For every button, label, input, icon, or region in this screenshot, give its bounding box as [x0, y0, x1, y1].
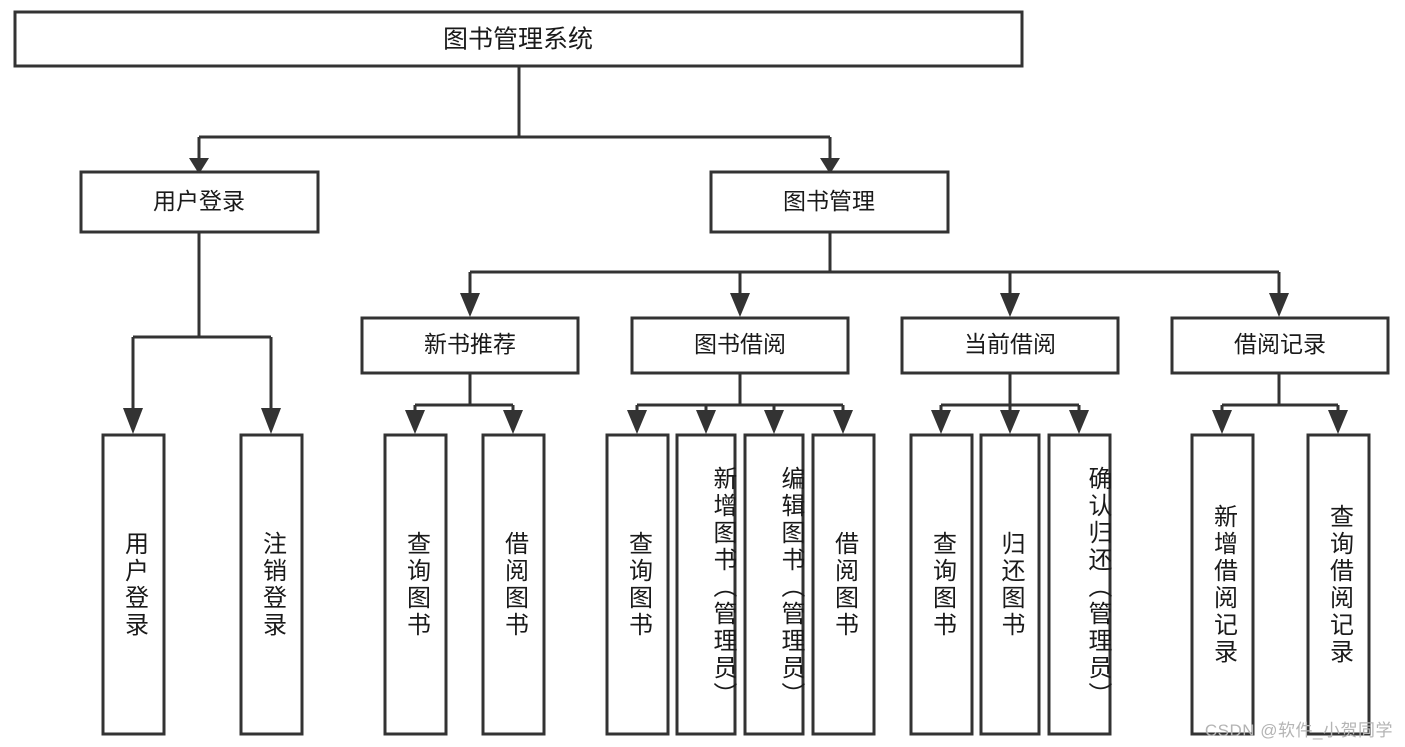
arrow-head-leaf-user-login [123, 408, 143, 434]
node-root-label: 图书管理系统 [443, 26, 593, 54]
arrow-head-leaf-query-book-3 [931, 410, 951, 434]
leaf-box-borrow-book-2[interactable] [811, 433, 876, 736]
node-user-login[interactable]: 用户登录 [79, 170, 320, 234]
arrow-head-borrow-record [1269, 293, 1289, 317]
node-current-borrow[interactable]: 当前借阅 [900, 316, 1120, 375]
arrow-head-leaf-borrow-book-1 [503, 410, 523, 434]
leaf-box-borrow-book-1[interactable] [481, 433, 546, 736]
arrow-head-leaf-user-logout [261, 408, 281, 434]
node-book-manage-label: 图书管理 [783, 188, 875, 214]
arrow-head-leaf-query-book-2 [627, 410, 647, 434]
arrow-head-leaf-return-book [1000, 410, 1020, 434]
node-root[interactable]: 图书管理系统 [13, 10, 1024, 68]
leaf-box-confirm-return[interactable] [1047, 433, 1112, 736]
leaf-box-edit-book[interactable] [743, 433, 805, 736]
node-book-borrow[interactable]: 图书借阅 [630, 316, 850, 375]
leaf-box-user-logout[interactable] [239, 433, 304, 736]
arrow-head-leaf-confirm-return [1069, 410, 1089, 434]
arrow-head-current-borrow [1000, 293, 1020, 317]
connector-layer [123, 66, 1348, 434]
leaf-box-add-book[interactable] [675, 433, 737, 736]
leaf-box-add-record[interactable] [1190, 433, 1255, 736]
leaf-box-query-book-1[interactable] [383, 433, 448, 736]
leaf-box-user-login[interactable] [101, 433, 166, 736]
arrow-head-leaf-add-book [696, 410, 716, 434]
arrow-head-book-manage [820, 158, 840, 174]
leaf-box-query-book-2[interactable] [605, 433, 670, 736]
leaf-boxes [101, 433, 1371, 736]
leaf-box-return-book[interactable] [979, 433, 1041, 736]
leaf-box-query-record[interactable] [1306, 433, 1371, 736]
arrow-head-user-login [189, 158, 209, 174]
arrow-head-new-book-recommend [460, 293, 480, 317]
node-user-login-label: 用户登录 [153, 188, 245, 214]
node-current-borrow-label: 当前借阅 [964, 331, 1056, 357]
arrow-head-leaf-borrow-book-2 [833, 410, 853, 434]
node-layer: 图书管理系统 用户登录 图书管理 新书推荐 图书借阅 当前 [13, 10, 1390, 736]
node-borrow-record[interactable]: 借阅记录 [1170, 316, 1390, 375]
node-borrow-record-label: 借阅记录 [1234, 331, 1326, 357]
arrow-head-book-borrow [730, 293, 750, 317]
node-new-book-recommend-label: 新书推荐 [424, 331, 516, 357]
leaf-box-query-book-3[interactable] [909, 433, 974, 736]
arrow-head-leaf-add-record [1212, 410, 1232, 434]
arrow-head-leaf-query-book-1 [405, 410, 425, 434]
node-book-manage[interactable]: 图书管理 [709, 170, 950, 234]
watermark-text: CSDN @软件_小贺同学 [1204, 721, 1393, 740]
arrow-head-leaf-query-record [1328, 410, 1348, 434]
arrow-head-leaf-edit-book [764, 410, 784, 434]
node-book-borrow-label: 图书借阅 [694, 331, 786, 357]
node-new-book-recommend[interactable]: 新书推荐 [360, 316, 580, 375]
